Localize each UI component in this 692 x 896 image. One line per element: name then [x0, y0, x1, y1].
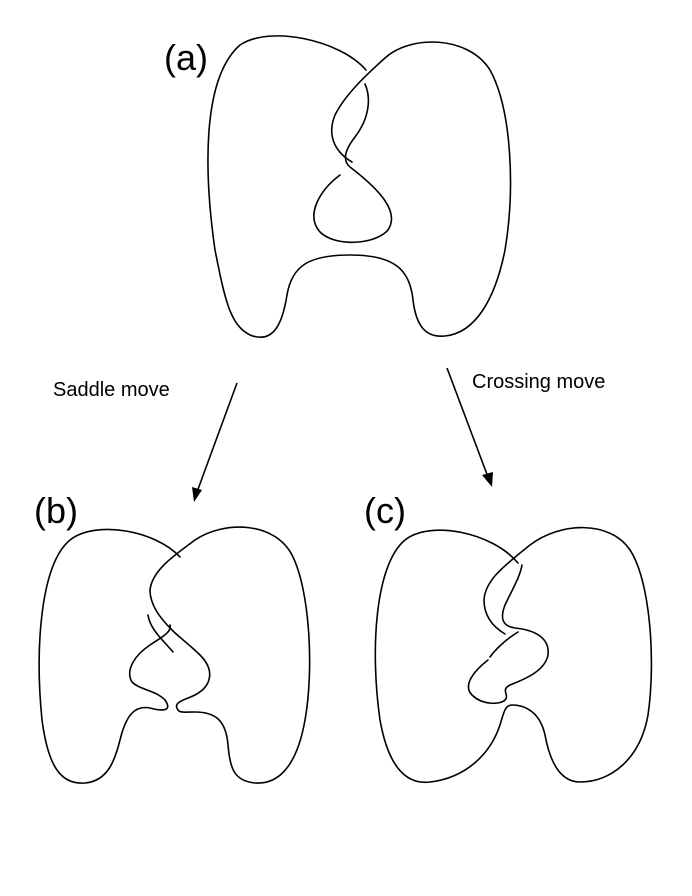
- panel-b-label: (b): [34, 490, 78, 531]
- panel-b-strand-cross: [147, 614, 174, 653]
- panel-c-label: (c): [364, 490, 406, 531]
- crossing-move-label: Crossing move: [472, 371, 605, 393]
- panel-b-strand-left: [38, 528, 181, 784]
- saddle-move-label: Saddle move: [53, 379, 170, 401]
- panel-a-label: (a): [164, 37, 208, 78]
- saddle-move-arrow: [192, 382, 238, 502]
- panel-c: (c): [364, 490, 653, 784]
- panel-a: (a): [164, 35, 512, 338]
- panel-b: (b): [34, 490, 311, 784]
- panel-c-strand-inner: [467, 564, 549, 705]
- panel-c-strand-bridge: [489, 631, 519, 658]
- panel-a-strand-left: [207, 35, 512, 338]
- crossing-move-arrow: [446, 367, 493, 487]
- panel-b-strand-right: [149, 526, 311, 784]
- panel-a-strand-loop: [313, 83, 393, 244]
- panel-c-strand-outer: [374, 526, 653, 784]
